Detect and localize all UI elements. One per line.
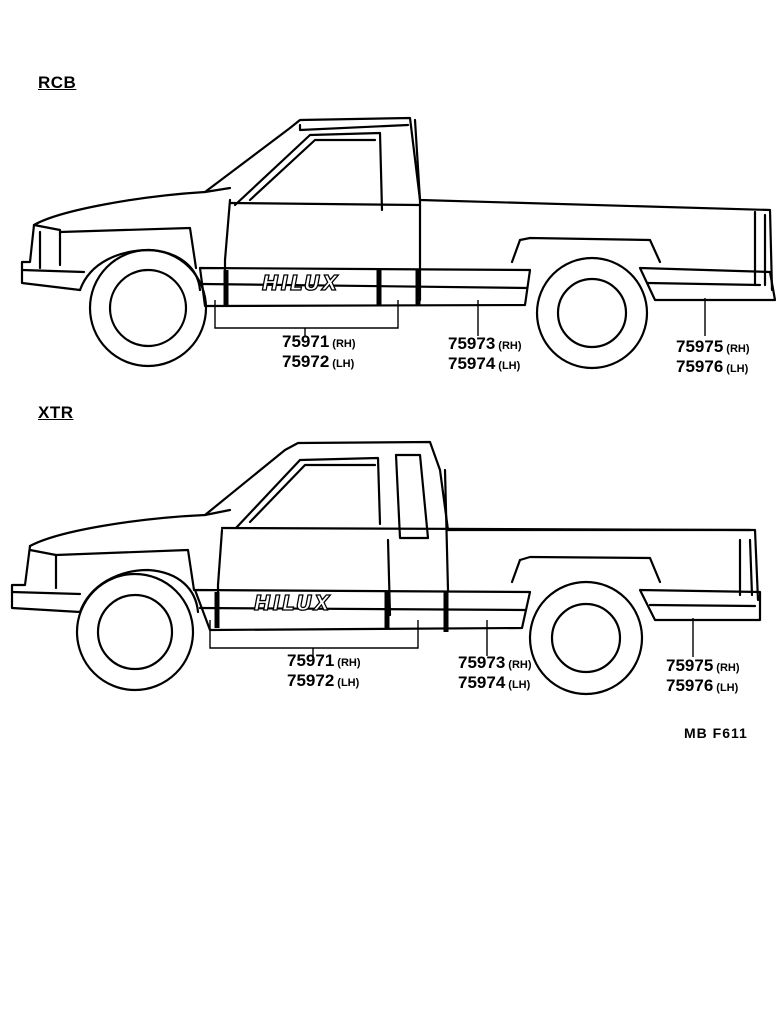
xtr-leader-lines bbox=[209, 618, 694, 657]
part-number: 75971 bbox=[282, 332, 330, 351]
xtr-callout-75975: 75975(RH) 75976(LH) bbox=[666, 657, 740, 697]
side-label: (RH) bbox=[498, 340, 522, 352]
part-number: 75975 bbox=[676, 337, 724, 356]
rcb-callout-75975: 75975(RH) 75976(LH) bbox=[676, 338, 750, 378]
side-label: (RH) bbox=[337, 657, 361, 669]
part-number: 75974 bbox=[458, 673, 506, 692]
part-number: 75976 bbox=[676, 357, 724, 376]
xtr-truck-body bbox=[10, 440, 762, 696]
side-label: (LH) bbox=[332, 358, 355, 370]
side-label: (RH) bbox=[726, 343, 750, 355]
part-number: 75973 bbox=[458, 653, 506, 672]
part-number: 75972 bbox=[287, 671, 335, 690]
part-number: 75976 bbox=[666, 676, 714, 695]
part-number: 75971 bbox=[287, 651, 335, 670]
side-label: (RH) bbox=[332, 338, 356, 350]
side-label: (LH) bbox=[716, 682, 739, 694]
figure-code: MB F611 bbox=[684, 725, 748, 741]
xtr-callout-75973: 75973(RH) 75974(LH) bbox=[458, 654, 532, 694]
xtr-hilux-logo: HILUX bbox=[254, 591, 332, 615]
rcb-hilux-logo: HILUX bbox=[262, 271, 340, 295]
side-label: (RH) bbox=[716, 662, 740, 674]
section-title-rcb: RCB bbox=[38, 73, 77, 92]
section-title-xtr: XTR bbox=[38, 403, 74, 422]
side-label: (LH) bbox=[726, 363, 749, 375]
rcb-leader-lines bbox=[214, 298, 706, 336]
part-number: 75973 bbox=[448, 334, 496, 353]
rcb-callout-75973: 75973(RH) 75974(LH) bbox=[448, 335, 522, 375]
part-number: 75972 bbox=[282, 352, 330, 371]
rcb-callout-75971: 75971(RH) 75972(LH) bbox=[282, 333, 356, 373]
xtr-callout-75971: 75971(RH) 75972(LH) bbox=[287, 652, 361, 692]
rcb-truck-body bbox=[20, 116, 776, 370]
side-label: (LH) bbox=[498, 360, 521, 372]
part-number: 75975 bbox=[666, 656, 714, 675]
side-label: (RH) bbox=[508, 659, 532, 671]
side-label: (LH) bbox=[337, 677, 360, 689]
side-label: (LH) bbox=[508, 679, 531, 691]
part-number: 75974 bbox=[448, 354, 496, 373]
